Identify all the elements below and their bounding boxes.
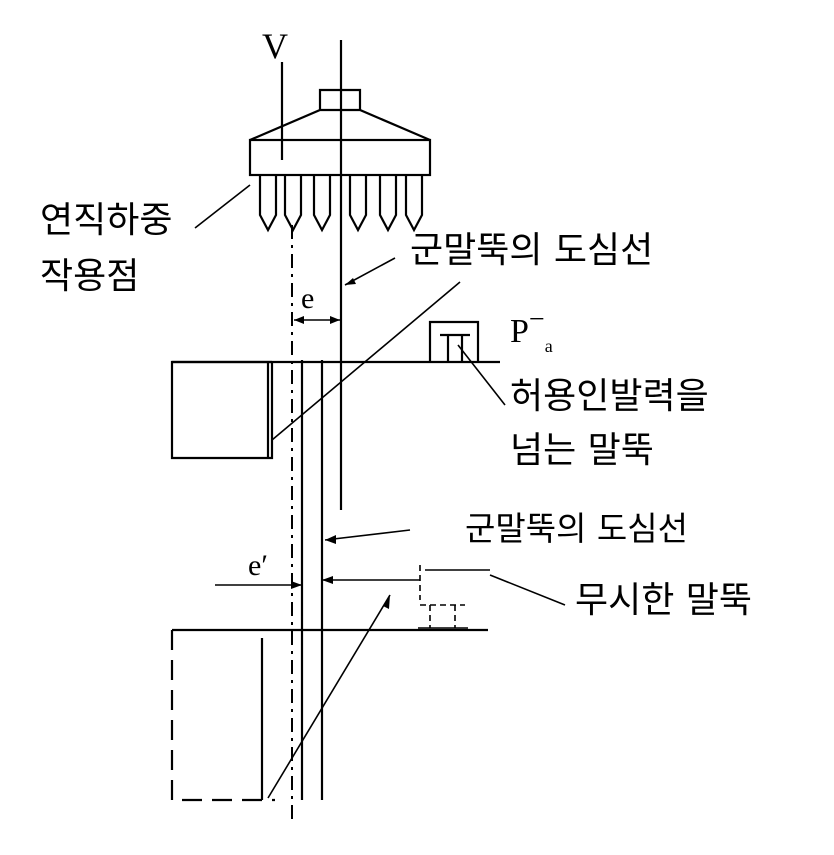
- vertical-load-point-label-2: 작용점: [40, 256, 139, 297]
- exceeding-pile-label-2: 넘는 말뚝: [510, 430, 654, 471]
- ignored-pile: [418, 565, 566, 629]
- allowable-pullout-sup: −: [529, 304, 545, 335]
- allowable-pullout-sub: a: [545, 336, 553, 356]
- bottom-section: [170, 594, 488, 802]
- exceeding-pile-label-1: 허용인발력을: [510, 376, 709, 417]
- pile-group-centroid-label-1: 군말뚝의 도심선: [410, 230, 653, 271]
- vertical-lines: [280, 40, 343, 825]
- piles: [258, 175, 424, 233]
- ignored-pile-label: 무시한 말뚝: [575, 580, 752, 621]
- pile-group-centroid-label-2: 군말뚝의 도심선: [465, 509, 688, 548]
- allowable-pullout-main: P: [510, 313, 529, 350]
- allowable-pullout-symbol: P−a: [510, 304, 553, 356]
- leader-load-point: [194, 184, 251, 229]
- eccentricity-e-prime-label: e′: [248, 549, 268, 582]
- leader-centroid-2: [324, 529, 411, 541]
- vertical-load-point-label-1: 연직하중: [40, 200, 172, 241]
- eccentricity-e-prime-dimension: [215, 576, 420, 589]
- eccentricity-e-label: e: [301, 282, 314, 315]
- middle-section: [170, 281, 506, 460]
- eccentricity-e-dimension: [294, 316, 340, 324]
- load-symbol-v: V: [262, 26, 288, 66]
